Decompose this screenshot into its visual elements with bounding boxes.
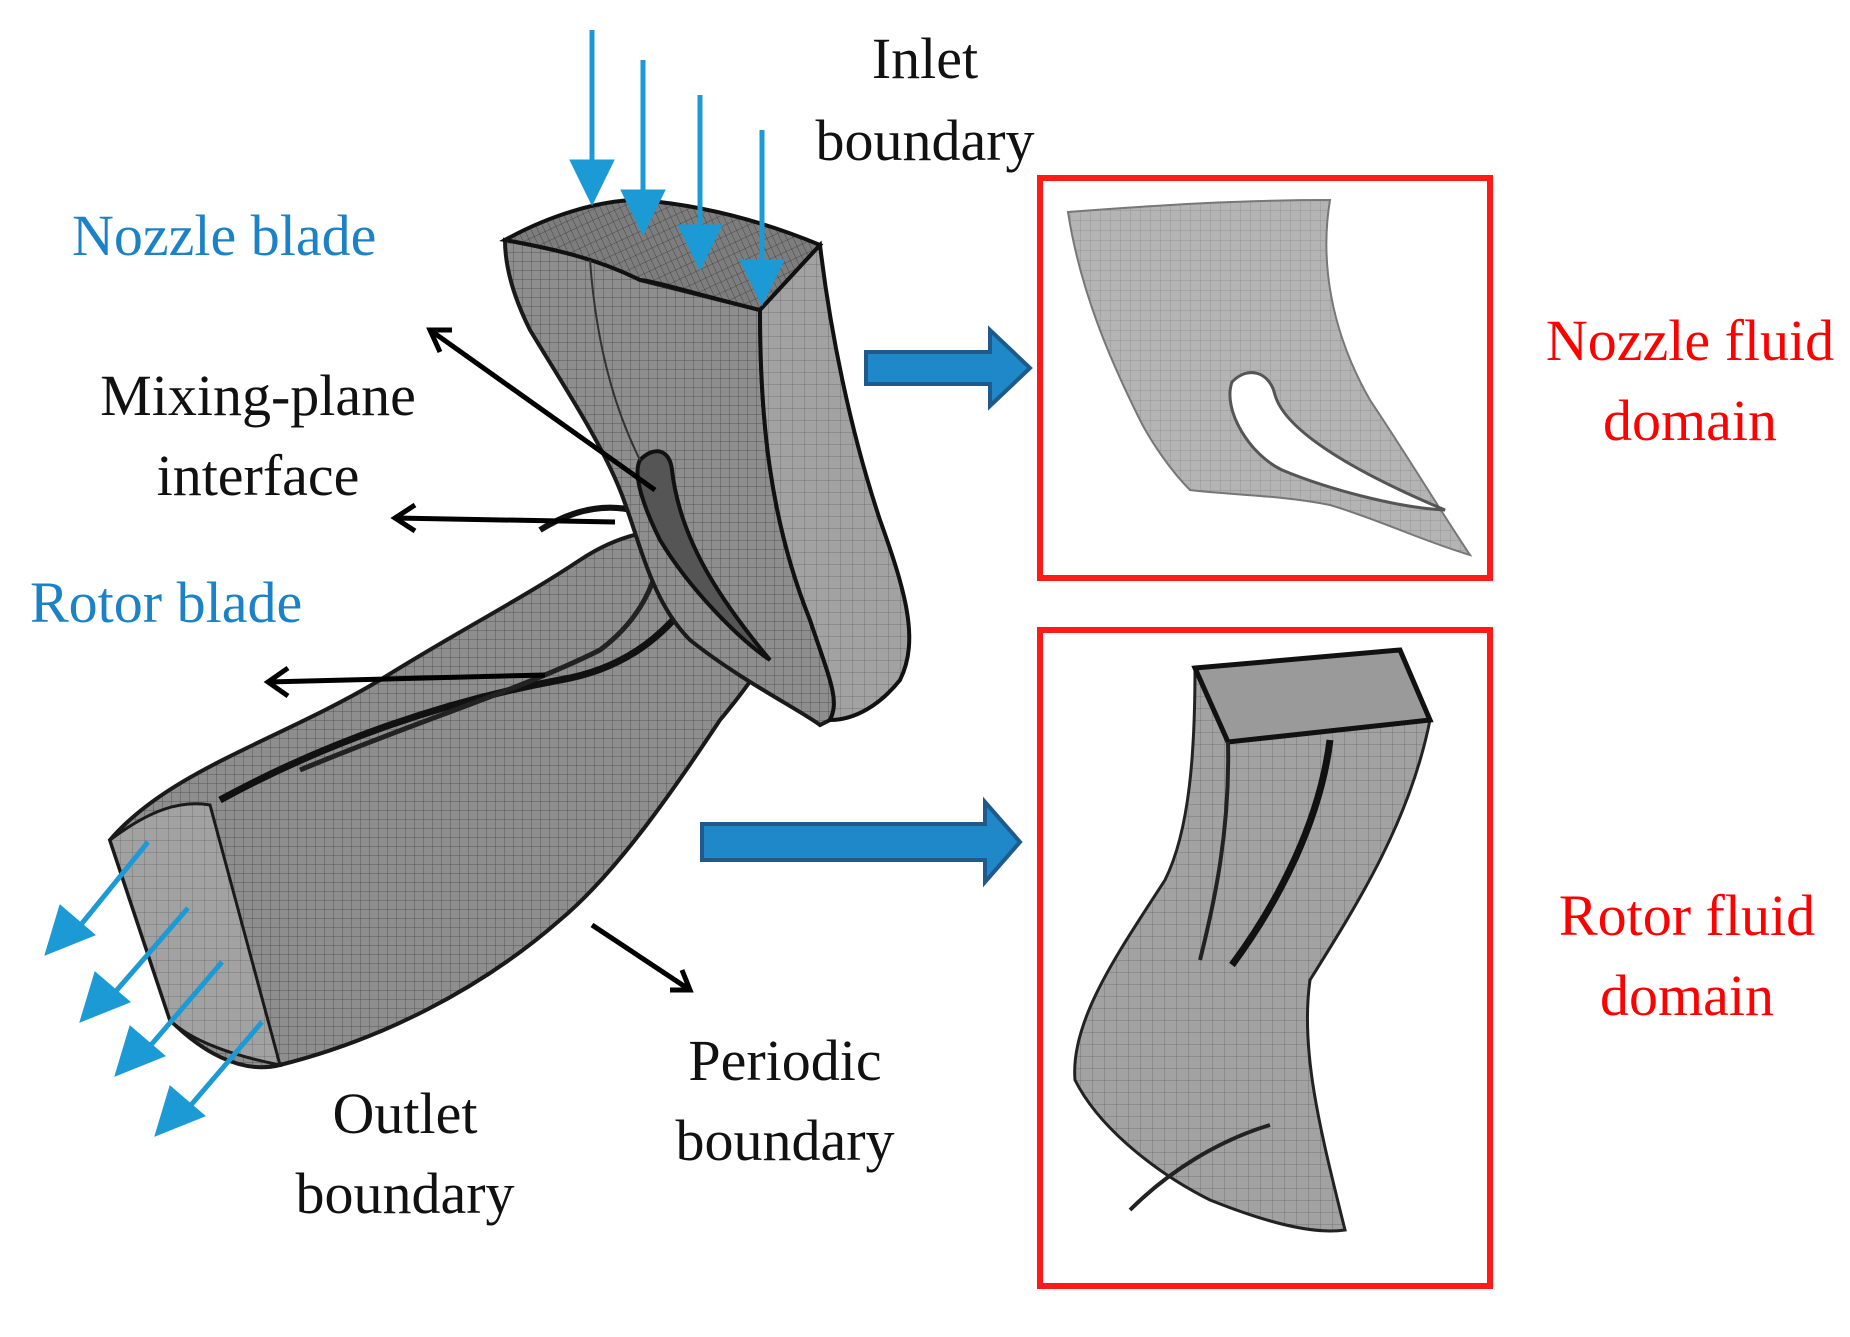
nozzle-blade-profile	[635, 449, 772, 662]
rotor-blade-pressure-line	[299, 539, 663, 773]
labels: Inlet boundary Nozzle blade Mixing-plane…	[30, 26, 1834, 1226]
arrow-down-icon	[569, 30, 615, 207]
arrow-down-icon	[677, 95, 723, 272]
arrow-down-left-icon	[44, 840, 150, 956]
block-arrow-right-icon	[864, 325, 1033, 411]
block-arrow-right-icon	[700, 796, 1023, 888]
nozzle-passage-mesh	[499, 197, 912, 728]
arrow-icon	[394, 515, 616, 525]
inlet-label-line1: Inlet	[872, 26, 978, 91]
arrow-down-icon	[739, 130, 785, 307]
mixing-plane-label-line2: interface	[157, 443, 360, 508]
rotor-outlet-face	[108, 802, 283, 1067]
rotor-domain-edge-line	[1198, 741, 1231, 961]
rotor-domain-bottom-edge	[1128, 1123, 1271, 1212]
outlet-arrows	[44, 840, 264, 1137]
arrow-down-left-icon	[114, 960, 224, 1077]
arrow-icon	[590, 922, 692, 993]
inlet-arrows	[569, 30, 785, 307]
arrow-down-left-icon	[79, 906, 190, 1023]
nozzle-domain-mesh	[1066, 198, 1473, 557]
arrow-icon	[267, 672, 546, 685]
mixing-plane-label-line1: Mixing-plane	[100, 363, 416, 428]
nozzle-mid-line	[589, 259, 641, 461]
rotor-domain-panel	[1037, 627, 1493, 1289]
arrow-icon	[428, 327, 657, 493]
nozzle-side-face	[757, 240, 912, 723]
nozzle-domain-label-line1: Nozzle fluid	[1546, 308, 1834, 373]
inlet-label-line2: boundary	[815, 108, 1034, 173]
rotor-blade-label: Rotor blade	[30, 570, 302, 635]
rotor-domain-blade-line	[1229, 739, 1334, 968]
nozzle-domain-label-line2: domain	[1603, 388, 1777, 453]
rotor-domain-label-line1: Rotor fluid	[1559, 883, 1815, 948]
outlet-label-line2: boundary	[295, 1161, 514, 1226]
pointer-arrows	[263, 327, 694, 993]
outlet-label-line1: Outlet	[333, 1081, 478, 1146]
nozzle-domain-panel	[1037, 175, 1493, 581]
arrow-down-icon	[620, 60, 666, 237]
rotor-domain-label-line2: domain	[1600, 963, 1774, 1028]
rotor-domain-top-face	[1191, 647, 1434, 745]
nozzle-domain-blade-hole	[1228, 371, 1446, 512]
periodic-label-line1: Periodic	[688, 1028, 881, 1093]
periodic-label-line2: boundary	[675, 1108, 894, 1173]
arrow-down-left-icon	[154, 1020, 264, 1137]
nozzle-blade-label: Nozzle blade	[72, 203, 376, 268]
